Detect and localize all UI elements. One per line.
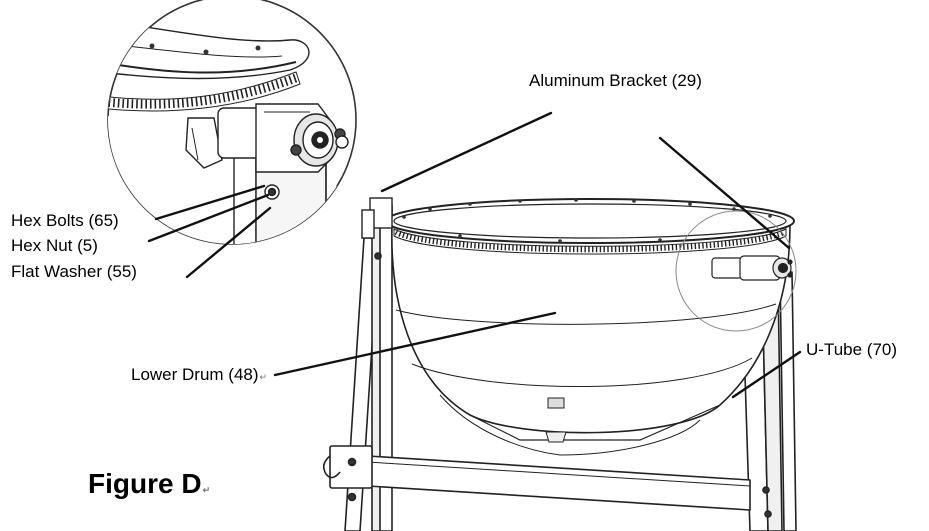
label-hex-nut: Hex Nut (5) [11,236,98,255]
label-aluminum-bracket: Aluminum Bracket (29) [529,71,702,90]
label-u-tube: U-Tube (70) [806,340,898,359]
leader-aluminum-bracket-left [380,111,553,193]
leader-hex-nut [147,193,270,243]
stand-frame [322,204,797,531]
label-lower-drum: Lower Drum (48)↵ [131,365,268,384]
zoom-detail-circle [107,0,357,245]
figure-caption: Figure D↵ [88,468,211,499]
left-rim-bracket [361,197,393,239]
return-mark: ↵ [259,372,268,382]
leader-lines [147,111,802,399]
pivot-detail-circle [675,210,797,332]
leader-flat-washer [185,206,272,279]
label-flat-washer: Flat Washer (55) [11,262,137,281]
leader-u-tube [731,350,802,399]
leader-lower-drum [273,311,557,377]
lower-drum-body [385,198,795,456]
leader-hex-bolts [154,184,266,221]
leader-aluminum-bracket-right [658,136,791,250]
figure-return-mark: ↵ [202,485,211,495]
label-hex-bolts: Hex Bolts (65) [11,211,119,230]
